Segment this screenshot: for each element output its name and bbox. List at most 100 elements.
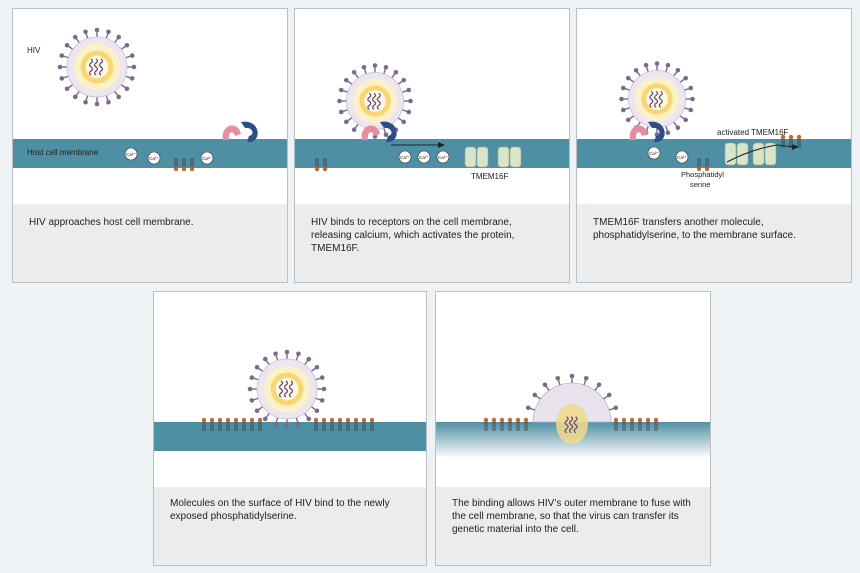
rna-strand [658, 90, 663, 108]
calcium-label: Ca²⁺ [649, 151, 659, 156]
spike-head [383, 64, 389, 70]
caption-text: TMEM16F transfers another molecule, phos… [593, 217, 796, 241]
calcium-ion-circle [147, 151, 161, 165]
spike-head [94, 101, 100, 107]
lipid-head [621, 417, 627, 423]
spike-head [262, 356, 268, 362]
tmem16f-subunit [509, 146, 522, 168]
spike-head [124, 42, 130, 48]
receptor-pink [222, 125, 241, 140]
spike-head [319, 375, 325, 380]
phosphatidylserine-inner [696, 158, 710, 172]
spike-head [555, 375, 561, 381]
calcium-ion-circle [398, 150, 412, 164]
lipid-head [322, 166, 328, 172]
lipid-head [181, 166, 187, 172]
spike-head [343, 119, 349, 125]
spike-head [532, 392, 538, 398]
rna-strand [283, 380, 289, 398]
spike-head [625, 75, 631, 81]
rna-strand [653, 90, 659, 108]
lipid-head [613, 417, 619, 423]
tmem16f-subunit [464, 146, 477, 168]
calcium-label: Ca²⁺ [677, 155, 687, 160]
lipid-head [369, 417, 375, 423]
spike-head [525, 405, 531, 411]
illustration-step-5 [436, 373, 710, 458]
calcium-ion: Ca²⁺ [436, 150, 450, 164]
lipid-head [329, 417, 335, 423]
panel-step-4: Molecules on the surface of HIV bind to … [153, 291, 427, 566]
lipid-head [499, 417, 505, 423]
calcium-label: Ca²⁺ [202, 156, 212, 161]
spike-head [296, 421, 301, 427]
tmem16f-label: TMEM16F [471, 172, 508, 181]
spike-head [124, 86, 130, 92]
calcium-ion: Ca²⁺ [675, 150, 689, 164]
spike-head [606, 392, 612, 398]
lipid-head [637, 417, 643, 423]
lipid-head [313, 417, 319, 423]
lipid-head [345, 417, 351, 423]
calcium-label: Ca²⁺ [438, 155, 448, 160]
rna-strand [573, 416, 578, 434]
host-cell-membrane-label: Host cell membrane [27, 148, 99, 157]
spike-head [94, 27, 100, 33]
spike-head [688, 85, 694, 91]
spike-head [129, 76, 135, 81]
calcium-ion: Ca²⁺ [647, 146, 661, 160]
spike-head [321, 386, 327, 392]
caption-step-4: Molecules on the surface of HIV bind to … [154, 487, 426, 565]
receptor-blue [648, 121, 665, 143]
viral-rna [564, 416, 578, 434]
illustration-step-3: Ca²⁺ Ca²⁺ activated TMEM16F Phosphatidyl… [577, 61, 851, 189]
spike-head [542, 382, 548, 388]
spike-head [83, 29, 88, 35]
tmem16f-subunit [736, 142, 749, 166]
calcium-label: Ca²⁺ [149, 156, 159, 161]
spike-head [383, 132, 389, 138]
spike-head [643, 62, 649, 68]
lipid-head [696, 166, 702, 172]
receptor-shape [241, 121, 258, 143]
spike-head [72, 34, 78, 40]
calcium-label: Ca²⁺ [419, 155, 429, 160]
phosphatidylserine-inner [314, 158, 328, 172]
spike-head [83, 99, 88, 105]
lipid-head [189, 166, 195, 172]
spike-head [343, 77, 349, 83]
receptor-shape [380, 121, 397, 143]
spike-head [59, 76, 65, 81]
spike-head [401, 77, 407, 83]
arrowhead [792, 144, 799, 150]
rna-strand [288, 380, 294, 398]
virus-spikes [525, 373, 619, 411]
tmem16f-protein [724, 142, 749, 166]
spike-head [247, 386, 253, 392]
panel-step-1: HIV Host cell membrane Ca²⁺ Ca²⁺ Ca²⁺ HI… [12, 8, 288, 283]
caption-step-3: TMEM16F transfers another molecule, phos… [577, 204, 851, 282]
lipid-head [491, 417, 497, 423]
lipid-head [217, 417, 223, 423]
spike-head [314, 364, 320, 370]
spike-head [401, 119, 407, 125]
spike-head [116, 94, 122, 100]
spike-head [57, 64, 63, 70]
caption-text: Molecules on the surface of HIV bind to … [170, 498, 390, 522]
spike-head [306, 356, 312, 362]
spike-head [106, 99, 111, 105]
receptor-shape [648, 121, 665, 143]
caption-text: HIV approaches host cell membrane. [29, 217, 194, 228]
receptor-pink [361, 125, 380, 140]
lipid-flip-arrow [726, 144, 796, 163]
spike-head [129, 53, 135, 58]
calcium-label: Ca²⁺ [126, 152, 136, 157]
spike-head [338, 87, 344, 93]
calcium-ion: Ca²⁺ [417, 150, 431, 164]
calcium-label: Ca²⁺ [400, 155, 410, 160]
calcium-ion: Ca²⁺ [147, 151, 161, 165]
lipid-head [321, 417, 327, 423]
rna-strand [564, 416, 569, 434]
lipid-head [515, 417, 521, 423]
calcium-ion-circle [124, 147, 138, 161]
